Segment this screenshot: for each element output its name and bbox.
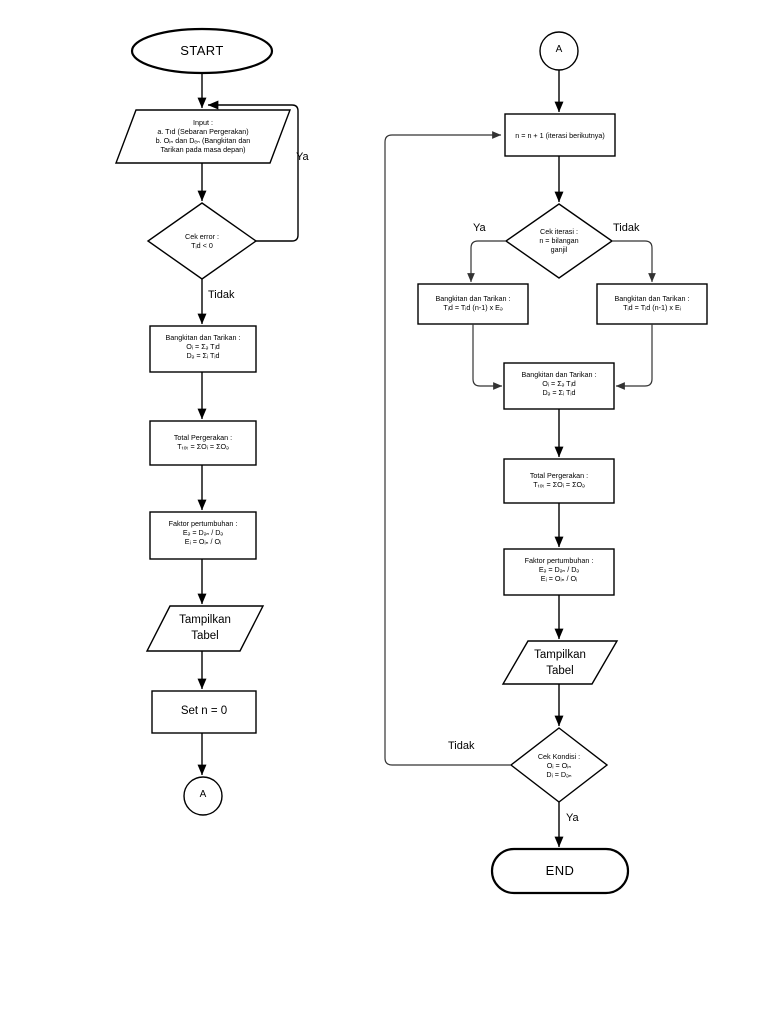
trip-ends-line-2: Oᵢ = Σₔ Tᵢd — [186, 342, 220, 351]
total-movement-label: Total Pergerakan : Tₜₒₜ = ΣOᵢ = ΣOₔ — [150, 433, 256, 451]
trip-ends-even-line-1: Bangkitan dan Tarikan : — [614, 294, 690, 303]
check-condition-label: Cek Kondisi : Oᵢ = Oᵢₙ Dᵢ = Dₔₙ — [519, 752, 599, 779]
increment-label: n = n + 1 (iterasi berikutnya) — [515, 131, 605, 140]
check-condition-branch-no-label: Tidak — [448, 740, 475, 752]
check-error-line-1: Cek error : — [185, 232, 219, 241]
arrow-trip-ends-even-to-merge — [615, 324, 653, 390]
growth-factor-label: Faktor pertumbuhan : Eₔ = Dₔₙ / Dₔ Eᵢ = … — [150, 519, 256, 546]
display-table-line-2: Tabel — [191, 629, 219, 642]
trip-ends-line-3: Dₔ = Σᵢ Tᵢd — [186, 351, 220, 360]
growth-factor-line-2: Eₔ = Dₔₙ / Dₔ — [182, 528, 224, 537]
input-line-2: a. Tıd (Sebaran Pergerakan) — [157, 127, 249, 136]
check-error-branch-yes-label: Ya — [296, 151, 309, 163]
display-table-line-1: Tampilkan — [179, 614, 231, 626]
input-line-4: Tarikan pada masa depan) — [160, 145, 246, 154]
total-movement-right-line-1: Total Pergerakan : — [529, 471, 589, 480]
set-n-label: Set n = 0 — [180, 705, 228, 717]
input-block-label: Input : a. Tıd (Sebaran Pergerakan) b. O… — [128, 118, 278, 154]
start-terminator-label: START — [180, 43, 224, 58]
set-n-box-shape — [151, 690, 257, 734]
trip-ends-merge-label: Bangkitan dan Tarikan : Oᵢ = Σₔ Tᵢd Dₔ =… — [504, 370, 614, 397]
trip-ends-odd-label: Bangkitan dan Tarikan : Tᵢd = Tᵢd (n-1) … — [418, 294, 528, 312]
growth-factor-right-line-3: Eᵢ = Oᵢₙ / Oᵢ — [540, 574, 578, 583]
arrow-check-iteration-no — [612, 240, 656, 283]
trip-ends-box-shape — [149, 325, 257, 373]
check-iteration-diamond-shape — [504, 203, 614, 279]
trip-ends-even-label: Bangkitan dan Tarikan : Tᵢd = Tᵢd (n-1) … — [597, 294, 707, 312]
growth-factor-right-label: Faktor pertumbuhan : Eₔ = Dₔₙ / Dₔ Eᵢ = … — [504, 556, 614, 583]
display-table-parallelogram-shape — [145, 605, 265, 652]
check-iteration-line-1: Cek iterasi : — [540, 227, 578, 236]
growth-factor-right-line-2: Eₔ = Dₔₙ / Dₔ — [538, 565, 580, 574]
connector-a-in-label: A — [555, 44, 563, 55]
growth-factor-line-1: Faktor pertumbuhan : — [168, 519, 238, 528]
display-table-label: Tampilkan Tabel — [155, 613, 255, 644]
growth-factor-right-box-shape — [503, 548, 615, 596]
check-condition-line-3: Dᵢ = Dₔₙ — [546, 770, 572, 779]
input-parallelogram-shape — [114, 109, 292, 164]
trip-ends-merge-box-shape — [503, 362, 615, 410]
growth-factor-right-line-1: Faktor pertumbuhan : — [524, 556, 594, 565]
check-error-branch-no-label: Tidak — [208, 289, 235, 301]
display-table-right-line-2: Tabel — [546, 664, 574, 677]
trip-ends-odd-box-shape — [417, 283, 529, 325]
connector-a-out-label: A — [199, 789, 207, 800]
check-iteration-branch-yes-label: Ya — [473, 222, 486, 234]
trip-ends-merge-line-3: Dₔ = Σᵢ Tᵢd — [542, 388, 576, 397]
total-movement-right-label: Total Pergerakan : Tₜₒₜ = ΣOᵢ = ΣOₔ — [504, 471, 614, 489]
end-terminator-label: END — [545, 863, 575, 878]
increment-box-shape — [504, 113, 616, 157]
growth-factor-box-shape — [149, 511, 257, 560]
total-movement-line-1: Total Pergerakan : — [173, 433, 233, 442]
trip-ends-odd-line-2: Tᵢd = Tᵢd (n-1) x Eₔ — [443, 303, 503, 312]
display-table-right-parallelogram-shape — [501, 640, 619, 685]
check-error-line-2: Tᵢd < 0 — [191, 241, 213, 250]
arrow-check-condition-no-loop — [384, 131, 511, 766]
input-line-3: b. Oᵢₙ dan Dₑₙ (Bangkitan dan — [155, 136, 251, 145]
check-iteration-line-2: n = bilangan — [539, 236, 579, 245]
growth-factor-line-3: Eᵢ = Oᵢₙ / Oᵢ — [184, 537, 222, 546]
trip-ends-even-box-shape — [596, 283, 708, 325]
display-table-right-label: Tampilkan Tabel — [510, 648, 610, 679]
trip-ends-merge-line-1: Bangkitan dan Tarikan : — [521, 370, 597, 379]
arrow-check-error-yes-loop — [207, 100, 299, 242]
input-line-1: Input : — [193, 118, 213, 127]
check-condition-branch-yes-label: Ya — [566, 812, 579, 824]
total-movement-right-box-shape — [503, 458, 615, 504]
total-movement-line-2: Tₜₒₜ = ΣOᵢ = ΣOₔ — [177, 442, 229, 451]
check-condition-line-1: Cek Kondisi : — [537, 752, 581, 761]
check-iteration-label: Cek iterasi : n = bilangan ganjil — [519, 227, 599, 254]
total-movement-right-line-2: Tₜₒₜ = ΣOᵢ = ΣOₔ — [533, 480, 585, 489]
trip-ends-label: Bangkitan dan Tarikan : Oᵢ = Σₔ Tᵢd Dₔ =… — [150, 333, 256, 360]
display-table-right-line-1: Tampilkan — [534, 649, 586, 661]
total-movement-box-shape — [149, 420, 257, 466]
trip-ends-odd-line-1: Bangkitan dan Tarikan : — [435, 294, 511, 303]
trip-ends-merge-line-2: Oᵢ = Σₔ Tᵢd — [542, 379, 576, 388]
check-error-label: Cek error : Tᵢd < 0 — [162, 232, 242, 250]
arrow-check-iteration-yes — [467, 240, 506, 283]
trip-ends-even-line-2: Tᵢd = Tᵢd (n-1) x Eᵢ — [623, 303, 681, 312]
connector-a-out-shape — [183, 776, 223, 816]
end-terminator-shape — [490, 847, 630, 895]
check-iteration-line-3: ganjil — [550, 245, 568, 254]
check-condition-line-2: Oᵢ = Oᵢₙ — [546, 761, 572, 770]
trip-ends-line-1: Bangkitan dan Tarikan : — [165, 333, 241, 342]
arrow-trip-ends-odd-to-merge — [472, 324, 503, 390]
check-iteration-branch-no-label: Tidak — [613, 222, 640, 234]
